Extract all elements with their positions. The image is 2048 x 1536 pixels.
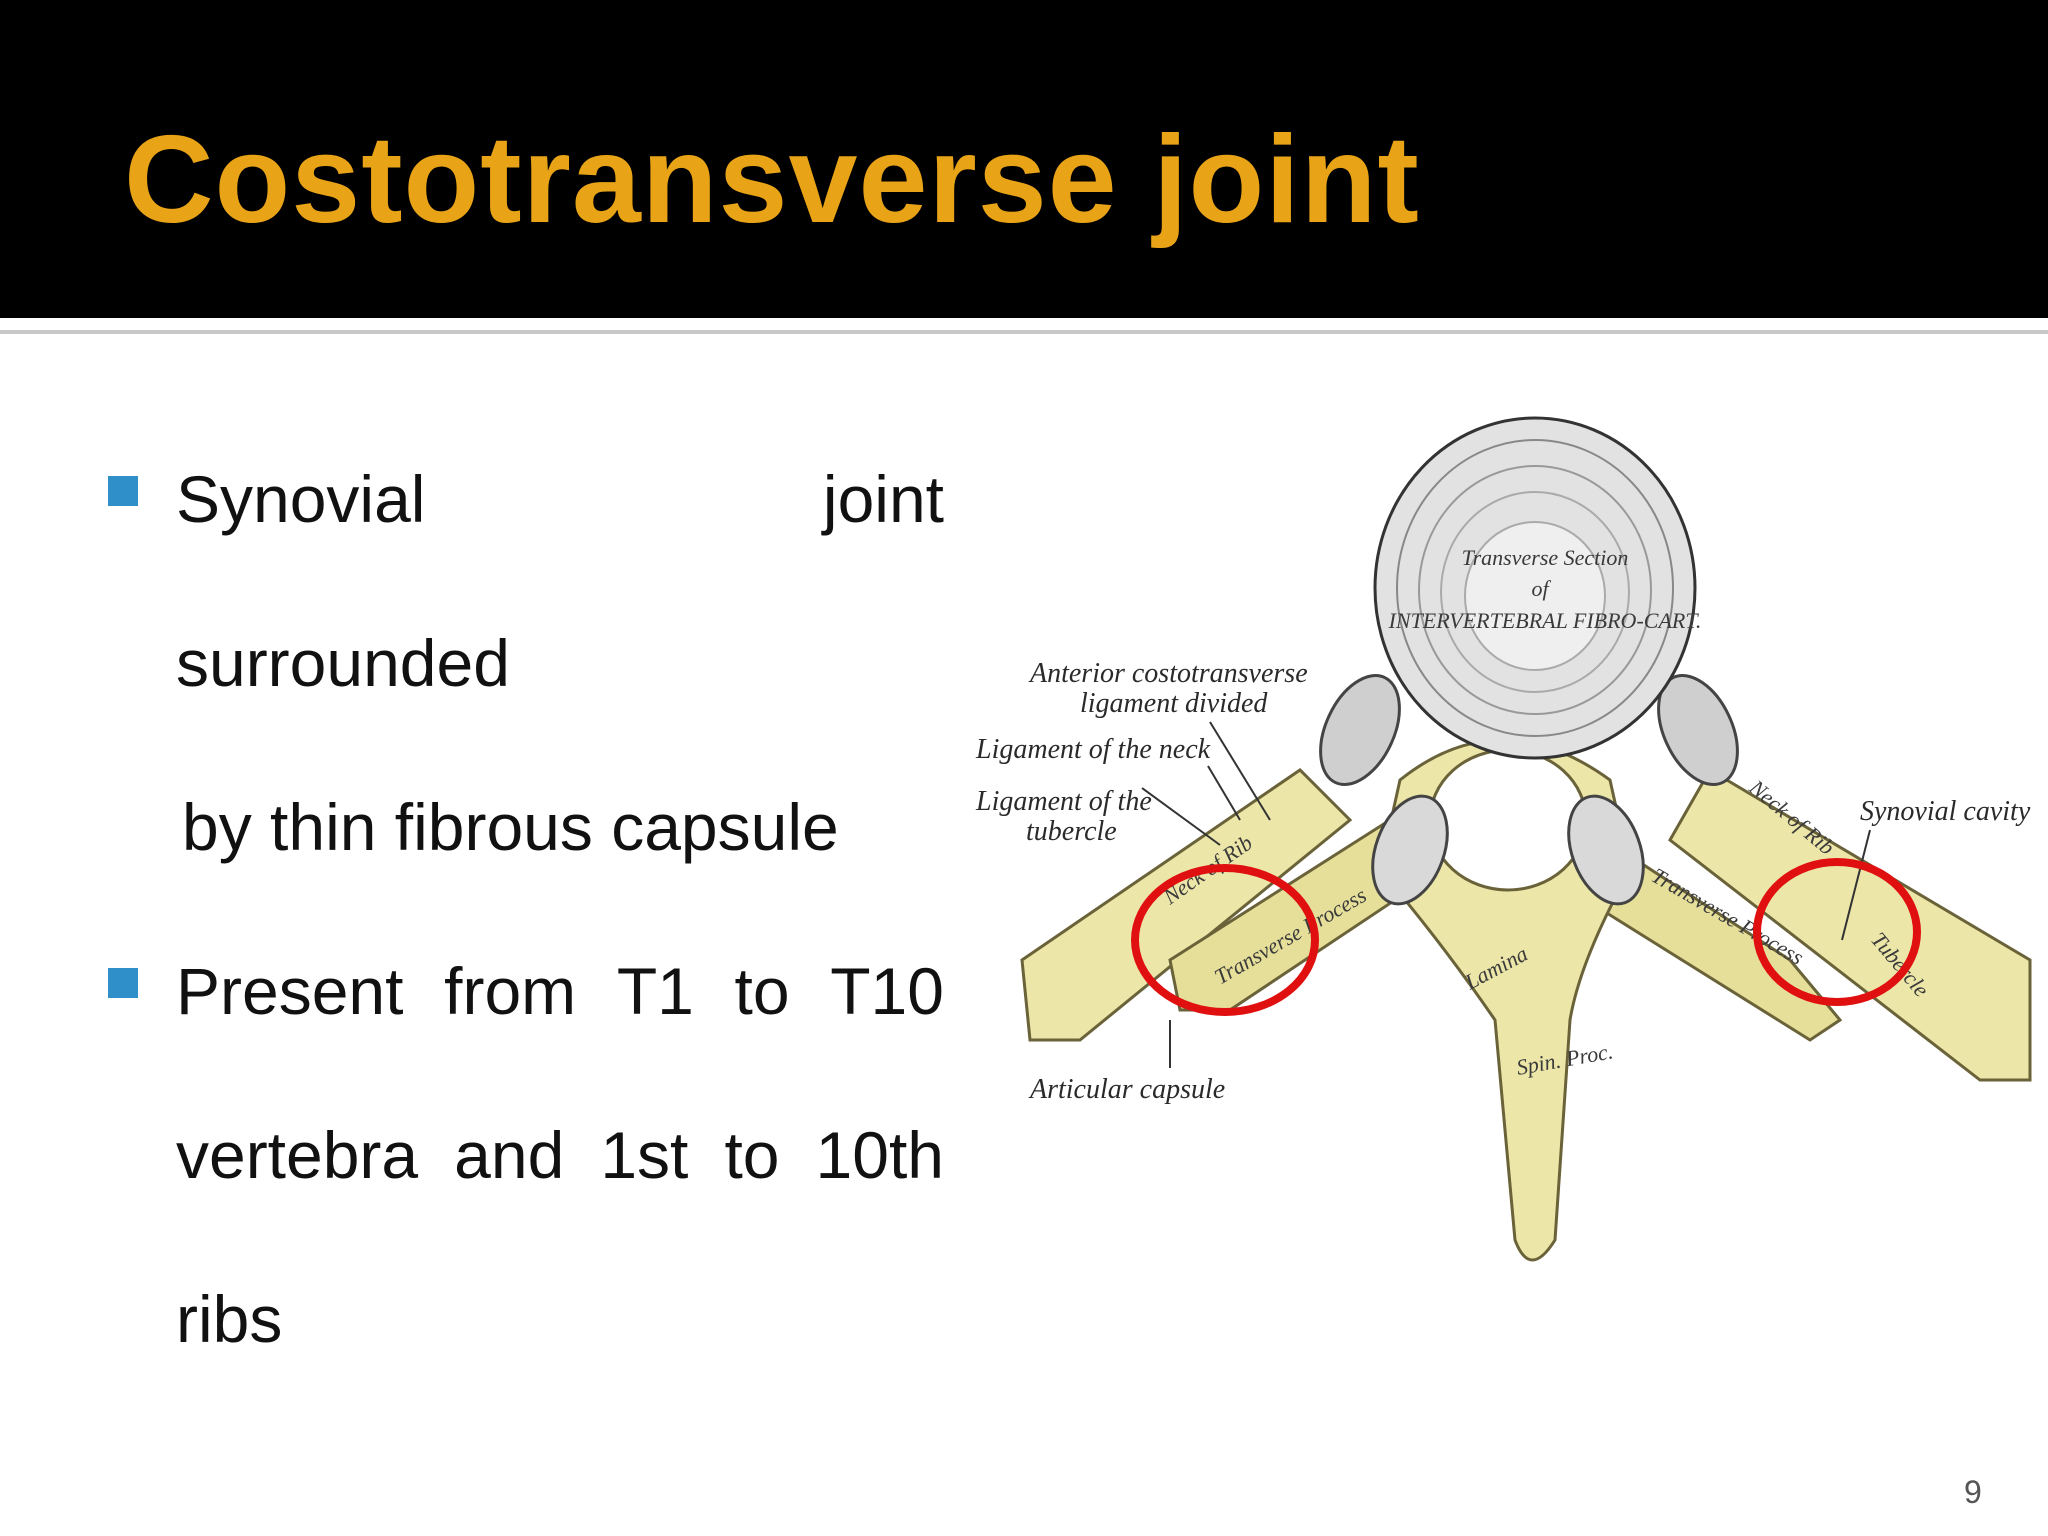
page-number: 9 <box>1964 1474 1982 1510</box>
articular-capsule-label: Articular capsule <box>1028 1074 1225 1105</box>
word: T1 <box>616 954 694 1028</box>
body-ring <box>1464 521 1606 671</box>
right-joint-highlight-circle <box>1753 858 1921 1006</box>
bullet-item: Present from T1 to T10 vertebra and 1st … <box>104 932 944 1424</box>
word: Present <box>176 954 404 1028</box>
right-rib-head <box>1657 674 1739 786</box>
leader-line <box>1141 787 1221 846</box>
anterior-ligament-label: ligament divided <box>1080 688 1268 719</box>
right-rib <box>1668 767 2032 1082</box>
text-line: surrounded <box>176 626 510 700</box>
text-line: Present from T1 to T10 <box>176 932 944 1096</box>
ligament-of-tubercle-label: tubercle <box>1026 816 1117 847</box>
bullet-list: Synovial joint surrounded by thin fibrou… <box>104 440 944 1424</box>
word: 1st <box>600 1118 689 1192</box>
left-facet <box>1371 794 1449 906</box>
bullet-item: Synovial joint surrounded by thin fibrou… <box>104 440 944 932</box>
word: and <box>454 1118 565 1192</box>
left-joint-highlight-circle <box>1131 864 1319 1016</box>
title-bar: Costotransverse joint <box>0 0 2048 318</box>
vertebral-foramen <box>1428 748 1588 892</box>
text-line: ribs <box>176 1282 283 1356</box>
transverse-section-label: INTERVERTEBRAL FIBRO-CART. <box>1388 608 1702 633</box>
synovial-cavity-label: Synovial cavity <box>1860 796 2031 827</box>
word: to <box>724 1118 780 1192</box>
text-line: Synovial joint <box>176 440 944 604</box>
text-line: by thin fibrous capsule <box>182 790 839 864</box>
word: from <box>444 954 577 1028</box>
right-facet <box>1567 794 1645 906</box>
slide-title: Costotransverse joint <box>124 111 1420 249</box>
square-bullet-icon <box>108 968 138 998</box>
anterior-ligament-label: Anterior costotransverse <box>1028 658 1308 689</box>
transverse-section-label: of <box>1531 576 1551 601</box>
title-divider <box>0 330 2048 334</box>
word: to <box>734 954 790 1028</box>
square-bullet-icon <box>108 476 138 506</box>
leader-line <box>1209 721 1271 821</box>
vertebra-illustration: Transverse Section of INTERVERTEBRAL FIB… <box>975 416 2032 1262</box>
word: vertebra <box>176 1118 419 1192</box>
transverse-section-label: Transverse Section <box>1462 545 1629 570</box>
leader-line <box>1207 765 1241 821</box>
ligament-of-tubercle-label: Ligament of the <box>975 786 1152 817</box>
word: T10 <box>830 954 944 1028</box>
left-rib-head <box>1319 674 1401 786</box>
leader-line <box>1841 829 1871 941</box>
body-ring <box>1440 491 1630 693</box>
body-ring <box>1418 465 1652 715</box>
word: Synovial <box>176 462 426 536</box>
word: 10th <box>815 1118 944 1192</box>
word: joint <box>822 462 944 536</box>
text-line: vertebra and 1st to 10th <box>176 1096 944 1260</box>
ligament-of-neck-label: Ligament of the neck <box>975 734 1211 765</box>
body-ring <box>1396 439 1674 737</box>
